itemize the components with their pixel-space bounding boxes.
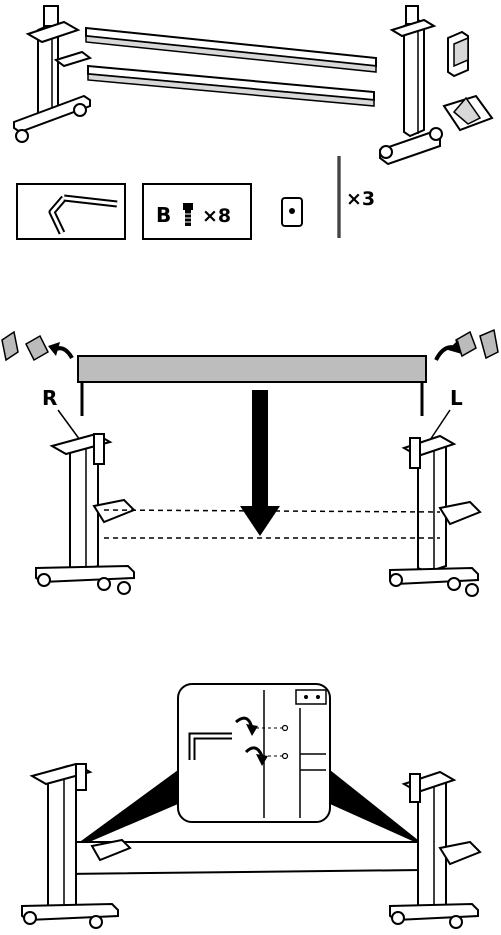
bolt-count: ×8 <box>202 205 231 227</box>
label-right-leader <box>58 410 80 440</box>
detail-callout <box>178 684 330 822</box>
tighten-bolts-section <box>22 684 480 928</box>
lower-bracket <box>444 96 492 130</box>
hex-key-box <box>17 184 125 239</box>
down-arrow-icon <box>240 390 280 536</box>
label-left: L <box>450 386 463 410</box>
rotate-right-icon <box>436 330 498 360</box>
crossbar-install-section: R L <box>2 330 498 596</box>
left-side-leg <box>390 436 480 596</box>
right-stand-leg <box>380 6 442 164</box>
label-right: R <box>42 386 57 410</box>
lower-crossbar <box>88 66 374 106</box>
upper-crossbar <box>86 28 376 72</box>
right-side-leg <box>36 434 134 594</box>
rod-count: ×3 <box>346 188 375 210</box>
upper-bracket <box>448 32 468 76</box>
bolt-box: B ×8 <box>143 184 251 239</box>
parts-section: B ×8 ×3 <box>14 6 492 239</box>
washer-icon <box>282 198 302 226</box>
rotate-left-icon <box>2 332 72 360</box>
bolt-letter: B <box>156 203 171 227</box>
left-stand-leg <box>14 6 90 142</box>
